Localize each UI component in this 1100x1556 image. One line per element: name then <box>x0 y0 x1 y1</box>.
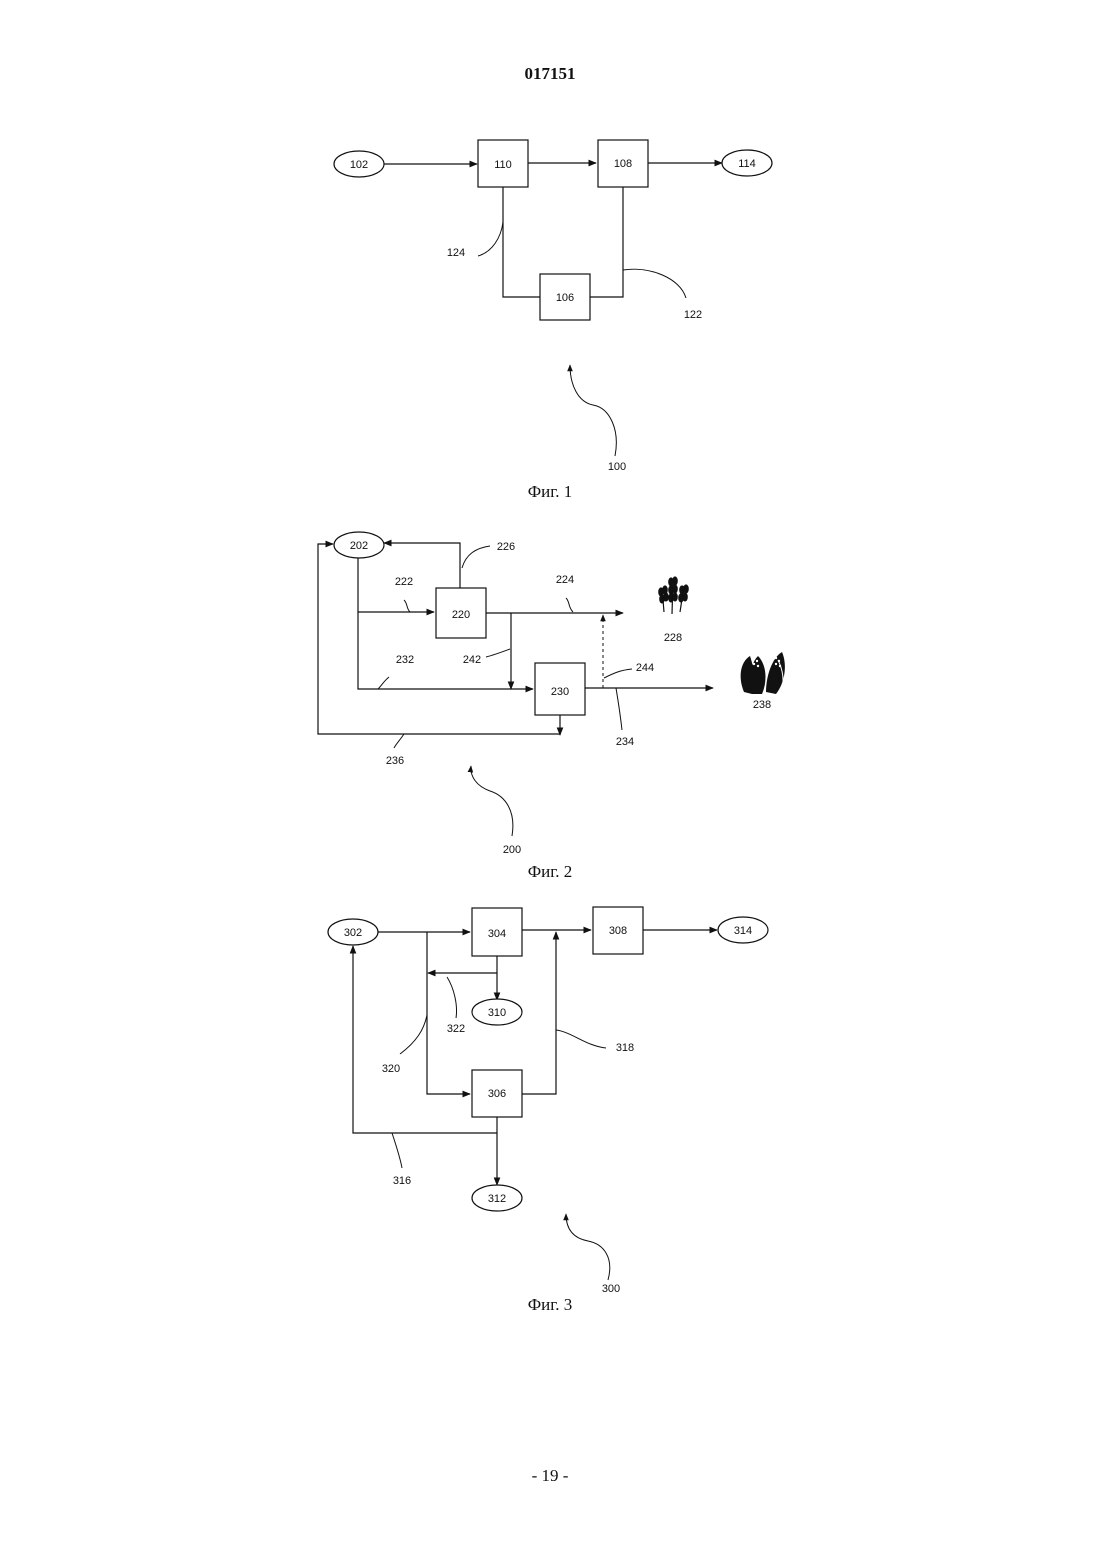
label-224: 224 <box>556 574 574 586</box>
label-108: 108 <box>614 158 632 170</box>
leader-232 <box>378 677 389 689</box>
line-110-to-106 <box>503 187 540 297</box>
label-244: 244 <box>636 662 654 674</box>
leader-316 <box>392 1133 402 1168</box>
label-228: 228 <box>664 632 682 644</box>
leader-200 <box>471 766 513 836</box>
label-320: 320 <box>382 1063 400 1075</box>
label-322: 322 <box>447 1023 465 1035</box>
label-316: 316 <box>393 1175 411 1187</box>
label-122: 122 <box>684 309 702 321</box>
leader-100 <box>570 365 616 456</box>
label-314: 314 <box>734 925 752 937</box>
label-302: 302 <box>344 927 362 939</box>
figure-3-diagram: 302 304 308 314 310 306 312 322 320 318 … <box>0 895 1100 1315</box>
label-234: 234 <box>616 736 634 748</box>
label-318: 318 <box>616 1042 634 1054</box>
label-304: 304 <box>488 928 506 940</box>
label-242: 242 <box>463 654 481 666</box>
wheat-icon <box>659 577 688 614</box>
label-312: 312 <box>488 1193 506 1205</box>
figure-1-diagram: 102 110 108 114 106 124 122 100 <box>0 0 1100 480</box>
label-306: 306 <box>488 1088 506 1100</box>
stream-318 <box>522 932 556 1094</box>
corn-icon <box>741 652 785 694</box>
leader-300 <box>566 1214 610 1280</box>
leader-320 <box>400 1015 427 1054</box>
figure-1-caption: Фиг. 1 <box>0 482 1100 502</box>
label-300: 300 <box>602 1283 620 1295</box>
leader-322 <box>447 977 457 1018</box>
label-110: 110 <box>494 159 512 171</box>
leader-242 <box>486 649 510 657</box>
label-202: 202 <box>350 540 368 552</box>
label-222: 222 <box>395 576 413 588</box>
label-220: 220 <box>452 609 470 621</box>
leader-234 <box>616 688 622 730</box>
label-232: 232 <box>396 654 414 666</box>
leader-224 <box>566 598 573 612</box>
leader-222 <box>404 600 410 612</box>
label-310: 310 <box>488 1007 506 1019</box>
leader-236 <box>394 734 404 748</box>
stream-236 <box>318 544 560 734</box>
leader-318 <box>556 1030 606 1048</box>
label-114: 114 <box>738 158 756 170</box>
label-226: 226 <box>497 541 515 553</box>
page-number: - 19 - <box>0 1466 1100 1486</box>
line-106-to-108 <box>590 187 623 297</box>
label-230: 230 <box>551 686 569 698</box>
figure-3-caption: Фиг. 3 <box>0 1295 1100 1315</box>
leader-124 <box>478 222 503 256</box>
label-236: 236 <box>386 755 404 767</box>
figure-2-diagram: 202 220 230 226 222 224 232 242 244 234 … <box>0 520 1100 860</box>
figure-2-caption: Фиг. 2 <box>0 862 1100 882</box>
label-238: 238 <box>753 699 771 711</box>
label-100: 100 <box>608 461 626 473</box>
label-124: 124 <box>447 247 465 259</box>
leader-226 <box>462 546 490 568</box>
label-308: 308 <box>609 925 627 937</box>
stream-320 <box>427 932 470 1094</box>
leader-122 <box>623 269 686 298</box>
label-106: 106 <box>556 292 574 304</box>
label-200: 200 <box>503 844 521 856</box>
label-102: 102 <box>350 159 368 171</box>
leader-244 <box>604 669 632 678</box>
